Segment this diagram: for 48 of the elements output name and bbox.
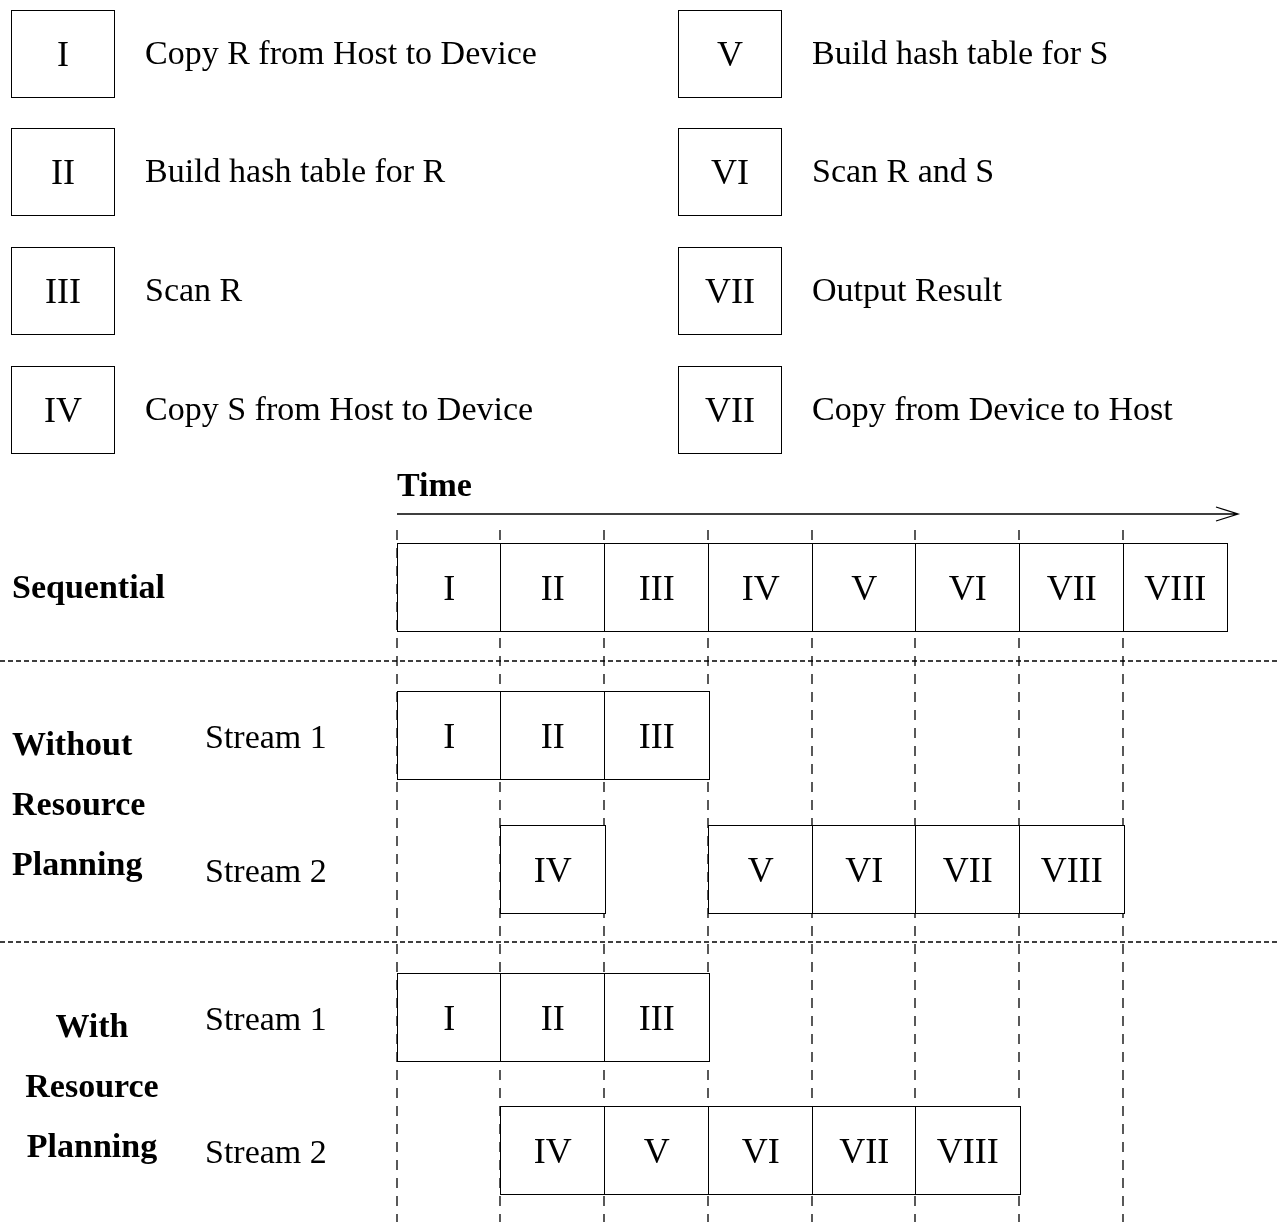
task-box: VII xyxy=(915,825,1021,914)
task-box: IV xyxy=(500,1106,606,1195)
stream-label: Stream 2 xyxy=(205,1133,327,1171)
task-box: IV xyxy=(500,825,606,914)
legend-text: Copy S from Host to Device xyxy=(145,390,534,428)
task-box: I xyxy=(397,973,502,1062)
row-label: Without Resource Planning xyxy=(12,724,147,884)
task-box: III xyxy=(604,691,710,780)
task-box: VI xyxy=(812,825,917,914)
legend-text: Scan R xyxy=(145,271,243,309)
task-box: VII xyxy=(1019,543,1125,632)
task-box: II xyxy=(500,973,606,1062)
legend-box: V xyxy=(678,10,782,98)
stream-label: Stream 1 xyxy=(205,1000,327,1038)
task-box: III xyxy=(604,973,710,1062)
task-box: VIII xyxy=(915,1106,1021,1195)
task-box: VII xyxy=(812,1106,917,1195)
task-box: VIII xyxy=(1019,825,1125,914)
task-box: IV xyxy=(708,543,814,632)
legend-text: Output Result xyxy=(812,271,1002,309)
legend-text: Scan R and S xyxy=(812,152,995,190)
task-box: V xyxy=(708,825,814,914)
stream-label: Stream 1 xyxy=(205,718,327,756)
row-label: Sequential xyxy=(12,568,166,606)
task-box: III xyxy=(604,543,710,632)
task-box: VIII xyxy=(1123,543,1228,632)
axis-label: Time xyxy=(397,466,472,504)
legend-text: Copy from Device to Host xyxy=(812,390,1173,428)
task-box: VI xyxy=(708,1106,814,1195)
legend-text: Build hash table for S xyxy=(812,34,1109,72)
stream-label: Stream 2 xyxy=(205,852,327,890)
legend-text: Build hash table for R xyxy=(145,152,446,190)
legend-box: II xyxy=(11,128,115,216)
legend-box: IV xyxy=(11,366,115,454)
task-box: II xyxy=(500,691,606,780)
task-box: V xyxy=(604,1106,710,1195)
row-label: With Resource Planning xyxy=(24,1006,160,1166)
legend-box: VI xyxy=(678,128,782,216)
legend-box: VII xyxy=(678,366,782,454)
task-box: I xyxy=(397,543,502,632)
legend-box: III xyxy=(11,247,115,335)
task-box: V xyxy=(812,543,917,632)
task-box: VI xyxy=(915,543,1021,632)
task-box: II xyxy=(500,543,606,632)
legend-text: Copy R from Host to Device xyxy=(145,34,537,72)
legend-box: VII xyxy=(678,247,782,335)
task-box: I xyxy=(397,691,502,780)
legend-box: I xyxy=(11,10,115,98)
